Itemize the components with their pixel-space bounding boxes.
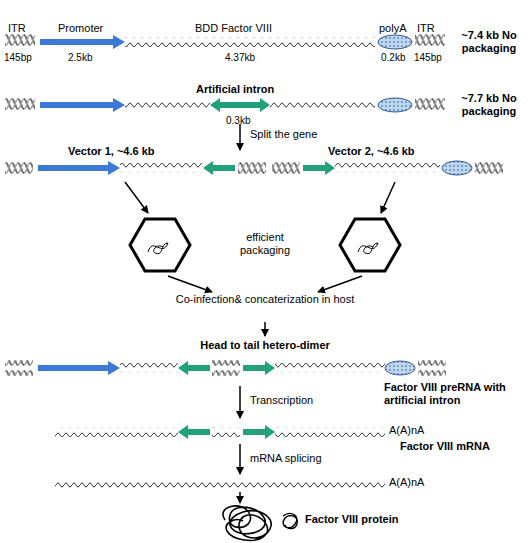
polya-symbol	[442, 161, 472, 175]
promoter-arrow	[38, 361, 120, 375]
promoter-arrow	[40, 35, 125, 49]
genome-squiggle	[148, 243, 168, 254]
protein-blob	[283, 514, 297, 529]
itr-symbol	[415, 34, 445, 50]
text-label: ITR	[417, 22, 435, 35]
intron-arrow	[243, 425, 275, 439]
itr-symbol	[418, 360, 446, 376]
text-label: 0.2kb	[381, 52, 405, 64]
capsid-hexagon	[130, 219, 190, 271]
text-label: polyA	[379, 22, 407, 35]
flow-arrow	[239, 492, 241, 503]
text-label: 145bp	[414, 52, 442, 64]
rna-line	[55, 479, 385, 489]
text-label: Artificial intron	[196, 83, 274, 96]
protein-blob	[223, 506, 271, 540]
itr-symbol	[5, 160, 33, 176]
flow-arrow	[239, 444, 241, 474]
flow-arrow	[239, 124, 241, 150]
promoter-arrow	[38, 161, 120, 175]
itr-symbol	[5, 360, 33, 376]
flow-arrow	[239, 386, 241, 418]
itr-symbol	[212, 360, 240, 376]
intron-arrow	[210, 98, 270, 112]
intron-arrow	[203, 161, 235, 175]
rna-line	[55, 427, 178, 437]
text-label: 4.37kb	[225, 52, 255, 64]
flow-arrow	[168, 276, 212, 292]
text-label: Transcription	[250, 394, 313, 407]
gene-line	[120, 363, 178, 373]
flow-arrow	[125, 182, 148, 213]
text-label: Factor VIII protein	[305, 513, 399, 526]
text-label: Factor VIII mRNA	[400, 440, 490, 453]
text-label: Factor VIII preRNA with artificial intro…	[384, 381, 524, 406]
intron-arrow	[178, 361, 210, 375]
text-label: ~7.4 kb No packaging	[450, 29, 528, 54]
intron-arrow	[178, 425, 210, 439]
gene-line	[125, 100, 210, 110]
gene-line	[275, 363, 385, 373]
polya-symbol	[385, 361, 415, 375]
text-label: ITR	[8, 22, 26, 35]
text-label: Vector 2, ~4.6 kb	[328, 145, 415, 158]
itr-symbol	[415, 97, 445, 113]
text-label: Promoter	[58, 22, 103, 35]
text-label: mRNA splicing	[250, 452, 322, 465]
text-label: ~7.7 kb No packaging	[450, 92, 528, 117]
text-label: A(A)nA	[389, 424, 424, 437]
itr-symbol	[238, 160, 266, 176]
genome-squiggle	[358, 243, 378, 254]
flow-arrow	[264, 322, 266, 336]
rna-line	[212, 427, 240, 437]
gene-line	[335, 163, 440, 173]
itr-symbol	[5, 97, 35, 113]
promoter-arrow	[40, 98, 125, 112]
rna-line	[275, 427, 385, 437]
text-label: A(A)nA	[389, 476, 424, 489]
text-label: Vector 1, ~4.6 kb	[68, 145, 155, 158]
text-label: efficient packaging	[230, 231, 300, 256]
text-label: 145bp	[4, 52, 32, 64]
flow-arrow	[318, 276, 362, 292]
text-label: Co-infection& concaterization in host	[170, 293, 360, 306]
gene-line	[270, 100, 375, 110]
intron-arrow	[303, 161, 335, 175]
capsid-hexagon	[340, 219, 400, 271]
gene-line	[120, 163, 202, 173]
flow-arrow	[381, 182, 395, 213]
polya-symbol	[378, 35, 412, 49]
text-label: 2.5kb	[68, 52, 92, 64]
text-label: BDD Factor VIII	[195, 22, 272, 35]
itr-symbol	[272, 160, 300, 176]
itr-symbol	[475, 160, 503, 176]
text-label: Head to tail hetero-dimer	[165, 339, 365, 352]
polya-symbol	[378, 98, 412, 112]
gene-line	[125, 37, 375, 47]
text-label: 0.3kb	[226, 115, 250, 127]
intron-arrow	[243, 361, 275, 375]
text-label: Split the gene	[250, 128, 317, 141]
itr-symbol	[5, 34, 35, 50]
